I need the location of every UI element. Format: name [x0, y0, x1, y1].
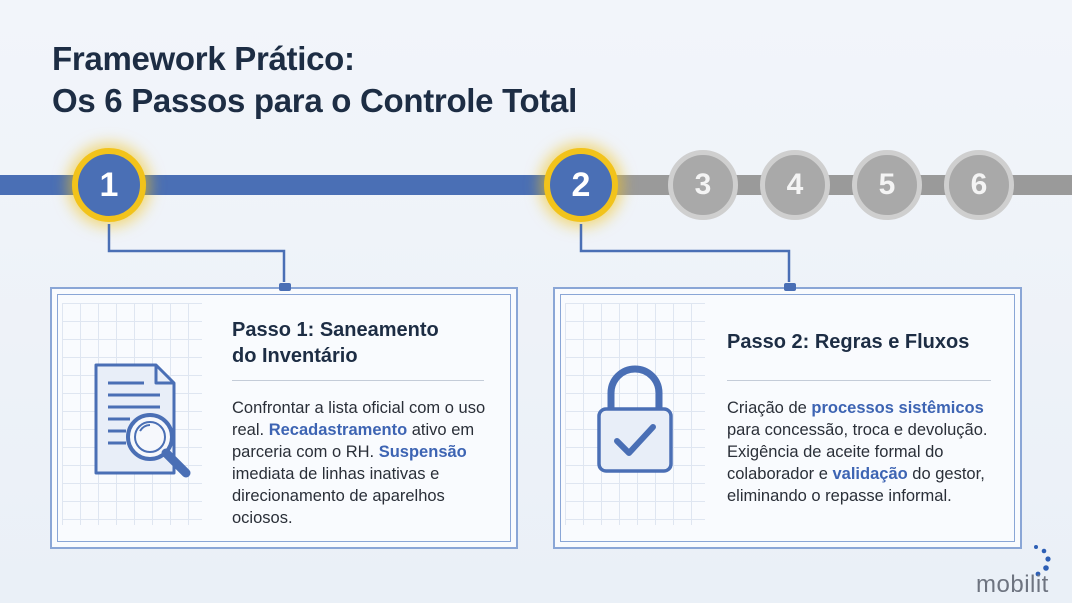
step-6-number: 6 — [970, 168, 988, 201]
card-tab — [784, 283, 796, 291]
card-divider — [232, 380, 484, 381]
step-6-circle[interactable]: 6 — [944, 150, 1014, 220]
step-4-circle[interactable]: 4 — [760, 150, 830, 220]
body-text: Criação de — [727, 399, 812, 417]
step-2-number: 2 — [571, 165, 591, 204]
document-search-icon — [94, 363, 191, 478]
step-1-card: Passo 1: Saneamento do Inventário Confro… — [50, 283, 518, 549]
body-text: ativo em parceria com o RH. — [232, 421, 475, 461]
body-text: para concessão, troca e devolução. Exigê… — [727, 421, 988, 483]
title-line-2: Os 6 Passos para o Controle Total — [52, 82, 577, 119]
step-1-circle[interactable]: 1 — [72, 148, 146, 222]
step-1-number: 1 — [99, 165, 119, 204]
brand-dots-icon — [1034, 545, 1051, 577]
brand-logo: mobilit — [976, 571, 1049, 598]
connector-step-1 — [107, 224, 286, 282]
card-tab — [279, 283, 291, 291]
padlock-check-icon — [597, 365, 673, 473]
highlighted-term: Suspensão — [378, 443, 467, 461]
step-1-title: Passo 1: Saneamento do Inventário — [232, 319, 439, 367]
body-text: do gestor, eliminando o repasse informal… — [727, 465, 985, 505]
step-3-number: 3 — [694, 168, 712, 201]
highlighted-term: Recadastramento — [268, 421, 408, 439]
step-2-title: Passo 2: Regras e Fluxos — [727, 331, 970, 353]
step-5-number: 5 — [878, 168, 896, 201]
highlighted-term: validação — [832, 465, 908, 483]
body-text: Confrontar a lista oficial com o uso rea… — [232, 399, 486, 439]
card-inner-border — [57, 294, 511, 542]
title-line-1: Framework Prático: — [52, 40, 355, 77]
highlighted-term: processos sistêmicos — [811, 399, 984, 417]
card-divider — [727, 380, 991, 381]
step-2-card: Passo 2: Regras e Fluxos Criação de proc… — [553, 283, 1022, 549]
card-inner-border — [560, 294, 1015, 542]
body-text: imediata de linhas inativas e direcionam… — [232, 465, 445, 527]
step-2-circle[interactable]: 2 — [544, 148, 618, 222]
page-title: Framework Prático: Os 6 Passos para o Co… — [52, 38, 577, 122]
step-5-circle[interactable]: 5 — [852, 150, 922, 220]
connector-step-2 — [579, 224, 791, 282]
step-4-number: 4 — [786, 168, 804, 201]
step-1-description: Confrontar a lista oficial com o uso rea… — [232, 397, 492, 529]
step-2-description: Criação de processos sistêmicos para con… — [727, 397, 999, 507]
step-3-circle[interactable]: 3 — [668, 150, 738, 220]
